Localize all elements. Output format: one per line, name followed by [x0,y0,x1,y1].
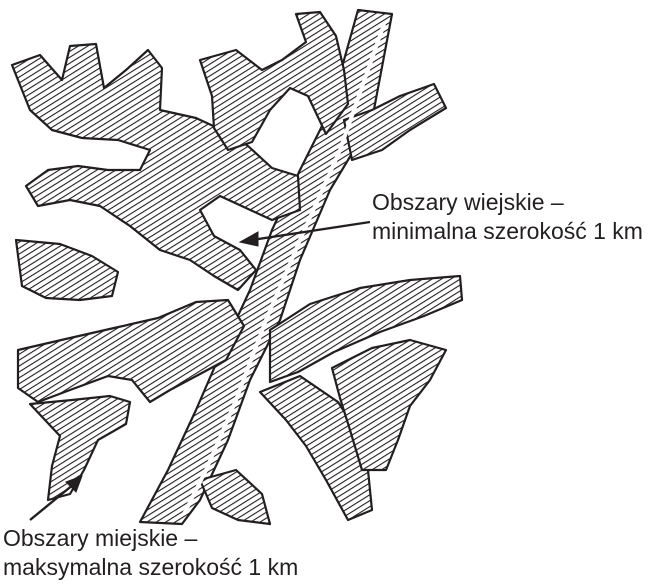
label-urban-line1: Obszary miejskie – [3,524,298,553]
label-rural-areas: Obszary wiejskie – minimalna szerokość 1… [372,188,643,246]
label-rural-line1: Obszary wiejskie – [372,188,643,217]
urban-area-shapes [12,10,462,524]
urban-branch-top-loop [200,12,348,150]
label-urban-line2: maksymalna szerokość 1 km [3,553,298,582]
label-urban-areas: Obszary miejskie – maksymalna szerokość … [3,524,298,582]
label-rural-line2: minimalna szerokość 1 km [372,217,643,246]
urban-lobe-left [16,240,118,300]
arrow-rural-head [240,232,258,246]
urban-branch-bottom-left [30,396,130,500]
urban-blob-bottom [200,470,270,524]
